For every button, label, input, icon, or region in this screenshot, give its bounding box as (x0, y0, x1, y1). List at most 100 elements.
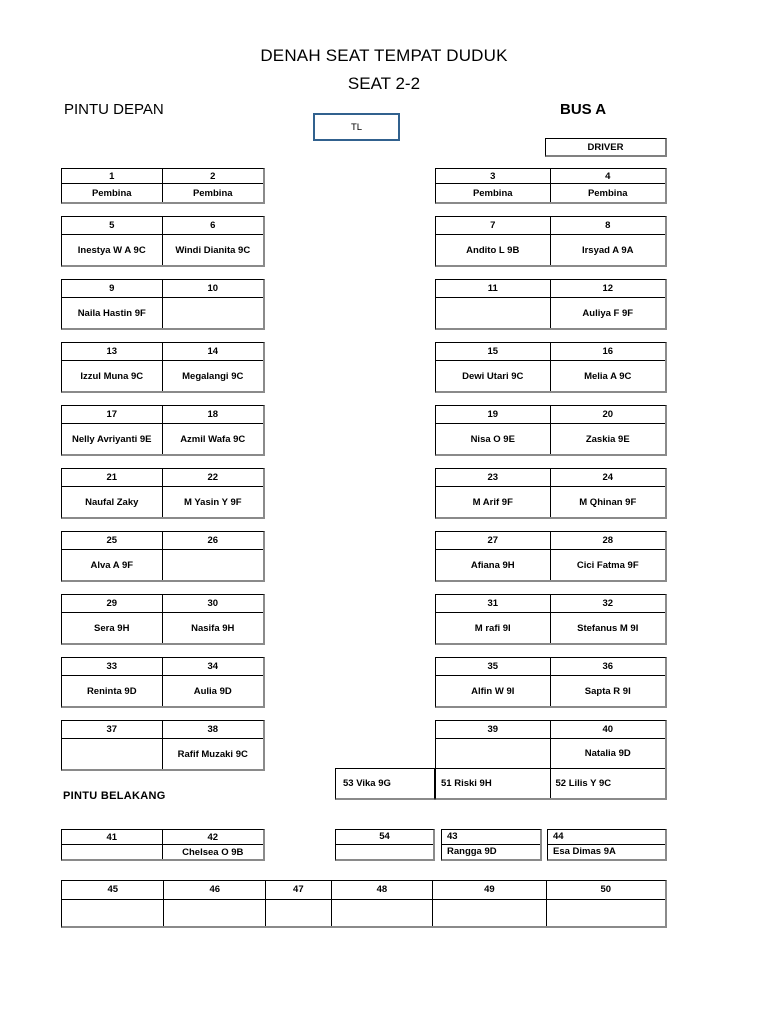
seat-occupant: M Yasin Y 9F (183, 496, 242, 508)
seat-occupant: Reninta 9D (62, 676, 163, 706)
seat-name-row: Natalia 9D (436, 739, 665, 768)
seat-number: 42 (162, 830, 263, 845)
page-title: DENAH SEAT TEMPAT DUDUK (260, 46, 508, 65)
seat-occupant: Auliya F 9F (582, 307, 634, 319)
seat-number: 8 (550, 217, 665, 235)
seat-occupant-51: 51 Riski 9H (436, 768, 551, 798)
seat-number: 46 (164, 881, 266, 900)
seat-number: 28 (550, 532, 665, 550)
seat-number: 50 (546, 881, 665, 900)
seat-occupant: Windi Dianita 9C (175, 244, 251, 256)
seat-occupant: Afiana 9H (436, 550, 551, 580)
seat-occupant: Cici Fatma 9F (576, 559, 639, 571)
seat-number: 40 (550, 721, 665, 739)
seat-box-54[interactable]: 54 (335, 829, 435, 861)
seat-occupant (332, 899, 434, 926)
seat-number: 37 (62, 721, 163, 739)
seat-number: 6 (162, 217, 263, 235)
seat-occupant (336, 845, 433, 859)
seat-number: 33 (62, 658, 163, 676)
seat-occupant (436, 298, 551, 328)
seat-occupant: M rafi 9I (436, 613, 551, 643)
seat-occupant: Dewi Utari 9C (436, 361, 551, 391)
seat-number: 2 (162, 169, 263, 184)
seat-number: 17 (62, 406, 163, 424)
seat-number-row: 39 40 (436, 721, 665, 739)
seat-occupant-52: 52 Lilis Y 9C (555, 777, 612, 789)
seat-occupant (547, 900, 665, 926)
seat-occupant: Sera 9H (62, 613, 163, 643)
seat-occupant: Pembina (436, 184, 551, 202)
seat-number: 39 (436, 721, 551, 739)
seat-occupant: Rafif Muzaki 9C (177, 748, 248, 760)
seat-number: 41 (62, 830, 163, 845)
seat-number: 25 (62, 532, 163, 550)
seat-number: 29 (62, 595, 163, 613)
seat-block-41-42[interactable]: 41 42 Chelsea O 9B (61, 829, 265, 861)
seat-occupant: Andito L 9B (436, 235, 551, 265)
tl-box[interactable]: TL (313, 113, 400, 141)
seat-occupant: Irsyad A 9A (581, 244, 634, 256)
seat-occupant: Esa Dimas 9A (553, 846, 616, 858)
driver-label: DRIVER (587, 141, 624, 153)
seat-occupant (164, 899, 266, 926)
seat-number: 12 (550, 280, 665, 298)
seat-occupant: Stefanus M 9I (577, 622, 639, 634)
seat-53[interactable]: 53 Vika 9G (335, 768, 435, 800)
bottom-name-row (62, 899, 665, 926)
seat-number: 11 (436, 280, 551, 298)
seat-number: 49 (433, 881, 547, 900)
back-door-label: PINTU BELAKANG (63, 790, 166, 802)
seat-occupant: Izzul Muna 9C (62, 361, 163, 391)
seat-name-row: Auliya F 9F (436, 298, 665, 328)
seat-name-row: Naila Hastin 9F (62, 298, 263, 328)
seat-occupant: Nasifa 9H (191, 622, 235, 634)
seat-block-39-40[interactable]: 39 40 Natalia 9D 51 Riski 9H 52 Lilis Y … (435, 720, 667, 800)
seat-name-row: Andito L 9B Irsyad A 9A (436, 235, 665, 265)
seat-number: 32 (550, 595, 665, 613)
seat-number: 19 (436, 406, 551, 424)
seat-occupant (62, 845, 163, 859)
seat-number: 26 (162, 532, 263, 550)
seat-occupant: M Arif 9F (436, 487, 551, 517)
